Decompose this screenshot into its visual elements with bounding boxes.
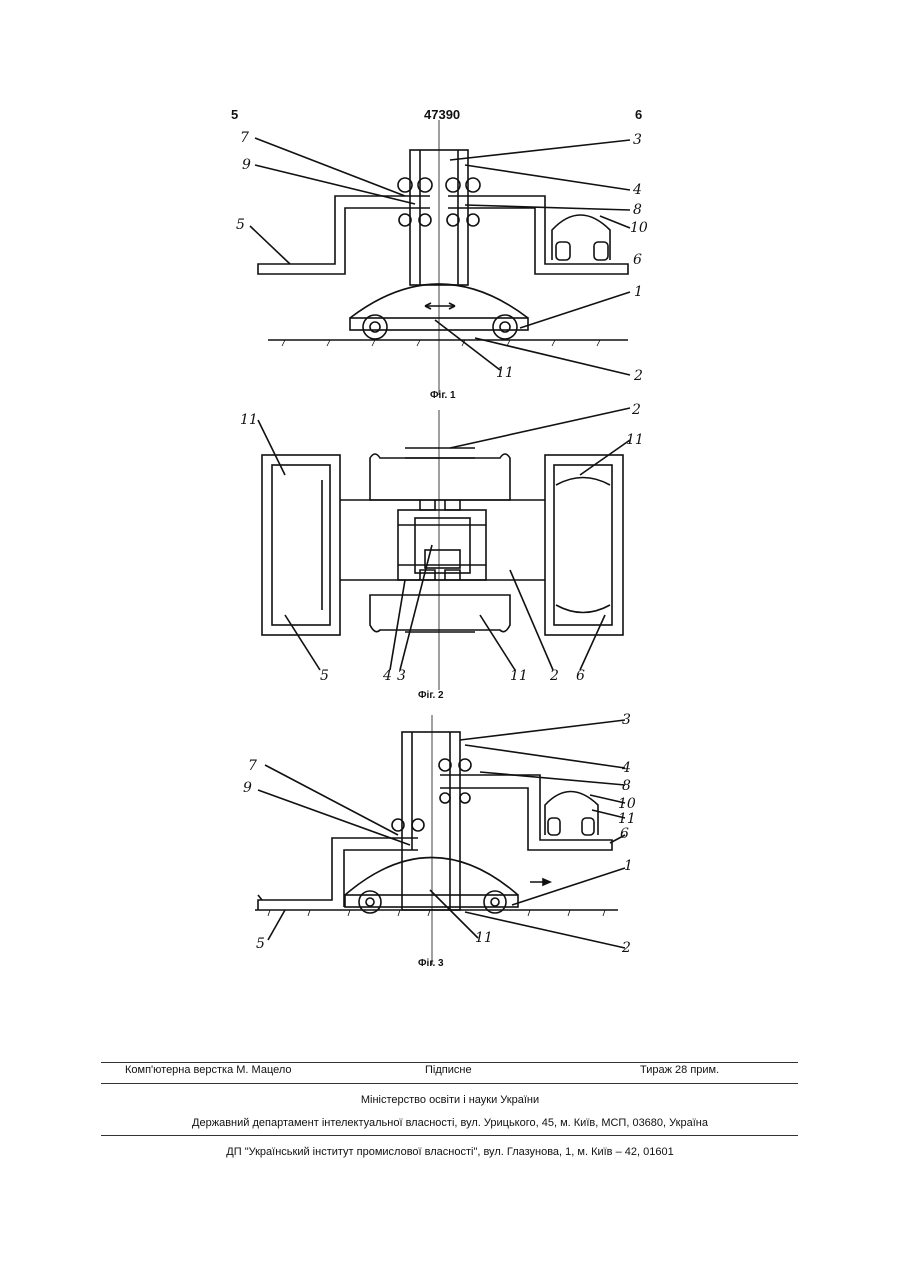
fig1-label-1: 1 [634, 284, 643, 300]
fig2-label-11-top-left: 11 [240, 412, 258, 428]
fig1-label-6: 6 [633, 252, 642, 268]
fig2-label-11-top-right: 11 [626, 432, 644, 448]
figure-3-caption: Фіг. 3 [418, 958, 444, 969]
fig1-label-8: 8 [633, 202, 642, 218]
fig1-label-11: 11 [496, 365, 514, 381]
fig2-label-2-bottom: 2 [550, 668, 559, 684]
circulation: Тираж 28 прим. [640, 1064, 719, 1076]
fig3-label-4: 4 [622, 760, 631, 776]
fig2-label-2-top: 2 [632, 402, 641, 418]
footer-rule-bottom [101, 1135, 798, 1136]
signed-note: Підписне [425, 1064, 472, 1076]
fig1-label-10: 10 [630, 220, 648, 236]
fig3-label-3: 3 [622, 712, 631, 728]
fig3-label-8: 8 [622, 778, 631, 794]
fig2-label-3: 3 [397, 668, 406, 684]
footer-rule-top [101, 1062, 798, 1063]
fig1-label-4: 4 [633, 182, 642, 198]
fig2-label-4: 4 [383, 668, 392, 684]
figure-1-drawing [0, 0, 900, 400]
institute-address: ДП "Український інститут промислової вла… [0, 1146, 900, 1158]
figure-2-drawing [0, 400, 900, 700]
fig3-label-1: 1 [624, 858, 633, 874]
fig3-label-11-bottom: 11 [475, 930, 493, 946]
fig3-label-10: 10 [618, 796, 636, 812]
fig1-label-9: 9 [242, 157, 251, 173]
footer-rule-middle [101, 1083, 798, 1084]
fig2-label-11-bottom: 11 [510, 668, 528, 684]
figure-3-drawing [0, 700, 900, 970]
fig2-label-5: 5 [320, 668, 329, 684]
fig1-label-7: 7 [240, 130, 249, 146]
fig3-label-5: 5 [256, 936, 265, 952]
fig2-label-6: 6 [576, 668, 585, 684]
fig3-label-11-right: 11 [618, 811, 636, 827]
fig1-label-2: 2 [634, 368, 643, 384]
department-address: Державний департамент інтелектуальної вл… [0, 1117, 900, 1129]
fig1-label-5: 5 [236, 217, 245, 233]
fig3-label-6: 6 [620, 826, 629, 842]
fig3-label-9: 9 [243, 780, 252, 796]
ministry: Міністерство освіти і науки України [0, 1094, 900, 1106]
fig3-label-2: 2 [622, 940, 631, 956]
fig1-label-3: 3 [633, 132, 642, 148]
fig3-label-7: 7 [248, 758, 257, 774]
layout-credit: Комп'ютерна верстка М. Мацело [125, 1064, 292, 1076]
